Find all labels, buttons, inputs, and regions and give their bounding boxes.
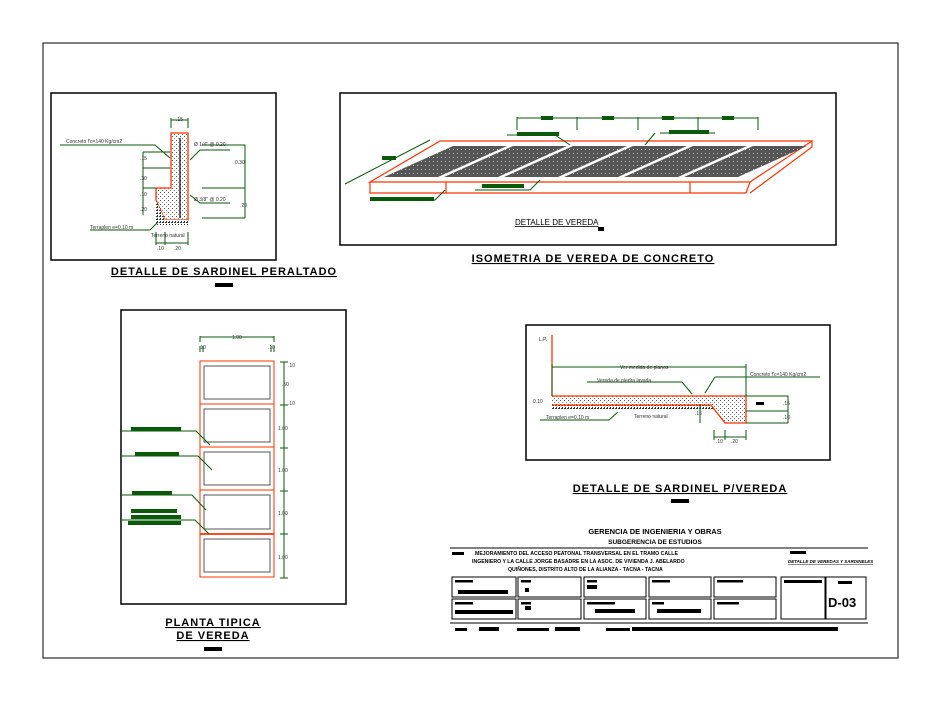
org-line-1: GERENCIA DE INGENIERIA Y OBRAS	[588, 527, 721, 536]
isometria-vereda: DETALLE DE VEREDA	[339, 92, 837, 246]
dim-label: 1.00	[278, 468, 288, 474]
slab-panel	[203, 408, 271, 443]
concrete-panel	[564, 146, 687, 177]
project-line-1: MEJORAMIENTO DEL ACCESO PEATONAL TRANSVE…	[475, 551, 678, 557]
title-block-cell	[517, 598, 582, 620]
dim-label: .15	[140, 156, 147, 162]
title-block-cell	[713, 598, 777, 620]
sardinel-peraltado-detail: .15 Concreto f'c=140 Kg/cm2 Ø 1/4" @ 0.2…	[50, 92, 277, 261]
sardinel-vereda-title: DETALLE DE SARDINEL P/VEREDA	[573, 483, 788, 495]
rebar-bottom-label: Ø 3/8" @ 0.20	[194, 197, 226, 203]
title-block-cell	[517, 576, 582, 598]
dim-label: .20	[174, 246, 181, 252]
dim-label: .10	[288, 363, 295, 369]
vereda-label: Vereda de piedra lavada	[597, 378, 651, 384]
concrete-panel	[384, 146, 507, 177]
dim-label: .10	[268, 345, 275, 351]
dim-label: 0.30	[235, 160, 245, 166]
rebar-top-label: Ø 1/4" @ 0.20	[194, 142, 226, 148]
slab-panel	[203, 451, 271, 486]
ground-label: Terreno natural	[151, 233, 185, 239]
dim-label: .10	[157, 246, 164, 252]
concrete-label: Concreto f'c=140 Kg/cm2	[66, 139, 122, 145]
title-block-cell	[713, 576, 777, 598]
concrete-label: Concreto f'c=140 Kg/cm2	[750, 372, 806, 378]
isometria-title: ISOMETRIA DE VEREDA DE CONCRETO	[472, 253, 715, 265]
slab-edge	[369, 141, 813, 194]
dim-label: 1.00	[278, 555, 288, 561]
planta-tipica: 1.00 .10 .10 .10 .50 .10 1.00 1.00 1.00 …	[120, 309, 347, 605]
dim-label: .15	[783, 401, 790, 407]
measure-label: Ver medida de planos	[620, 365, 669, 371]
sheet-border	[42, 42, 899, 659]
dim-label: .50	[282, 382, 289, 388]
concrete-panel	[504, 146, 627, 177]
title-block-cell	[451, 598, 517, 620]
dim-label: .20	[731, 439, 738, 445]
title-block-cell	[583, 598, 647, 620]
title-block-cell	[583, 576, 647, 598]
slab-panel	[203, 494, 271, 530]
title-block-cell	[451, 576, 517, 598]
concrete-panel	[444, 146, 567, 177]
dim-label: .10	[783, 415, 790, 421]
slab-panel	[203, 365, 271, 400]
concrete-panel	[624, 146, 747, 177]
fill-label: Terraplen e=0.10 m	[546, 415, 589, 421]
dim-label: .20	[240, 203, 247, 209]
dim-label: 0.10	[533, 399, 543, 405]
slab-panel	[203, 538, 271, 573]
dim-label: .10	[716, 439, 723, 445]
dim-label: 1.00	[278, 511, 288, 517]
drawing-name: DETALLE DE VEREDAS Y SARDINELES	[788, 559, 873, 564]
sardinel-vereda-detail: L.P. Ver medida de planos Vereda de pied…	[525, 324, 831, 461]
title-block-cell	[648, 598, 712, 620]
dim-label: .20	[140, 207, 147, 213]
sheet-code: D-03	[828, 595, 856, 610]
planta-tipica-title: PLANTA TIPICA	[165, 617, 261, 629]
dim-label: .10	[199, 345, 206, 351]
concrete-panel	[684, 146, 807, 177]
scale-mark	[215, 283, 233, 287]
org-line-2: SUBGERENCIA DE ESTUDIOS	[608, 539, 702, 546]
detalle-vereda-label: DETALLE DE VEREDA	[515, 218, 599, 227]
sardinel-peraltado-title: DETALLE DE SARDINEL PERALTADO	[111, 266, 337, 278]
planta-tipica-title-2: DE VEREDA	[176, 630, 249, 642]
dim-label: .30	[140, 176, 147, 182]
vereda-outline	[199, 360, 275, 578]
dim-label: 1.00	[278, 426, 288, 432]
project-line-2: INGENIERO Y LA CALLE JORGE BASADRE EN LA…	[472, 559, 685, 565]
dim-label: .10	[288, 401, 295, 407]
title-block: GERENCIA DE INGENIERIA Y OBRAS SUBGERENC…	[450, 527, 873, 631]
project-line-3: QUIÑONES, DISTRITO ALTO DE LA ALIANZA - …	[508, 566, 663, 573]
dim-label: .15	[176, 117, 183, 123]
dim-label: .15	[695, 411, 702, 417]
lp-label: L.P.	[539, 337, 547, 343]
fill-label: Terraplen e=0.10 m	[90, 225, 133, 231]
dim-label: .10	[140, 192, 147, 198]
dim-label: 1.00	[232, 335, 242, 341]
ground-label: Terreno natural	[634, 414, 668, 420]
title-block-cell	[648, 576, 712, 598]
